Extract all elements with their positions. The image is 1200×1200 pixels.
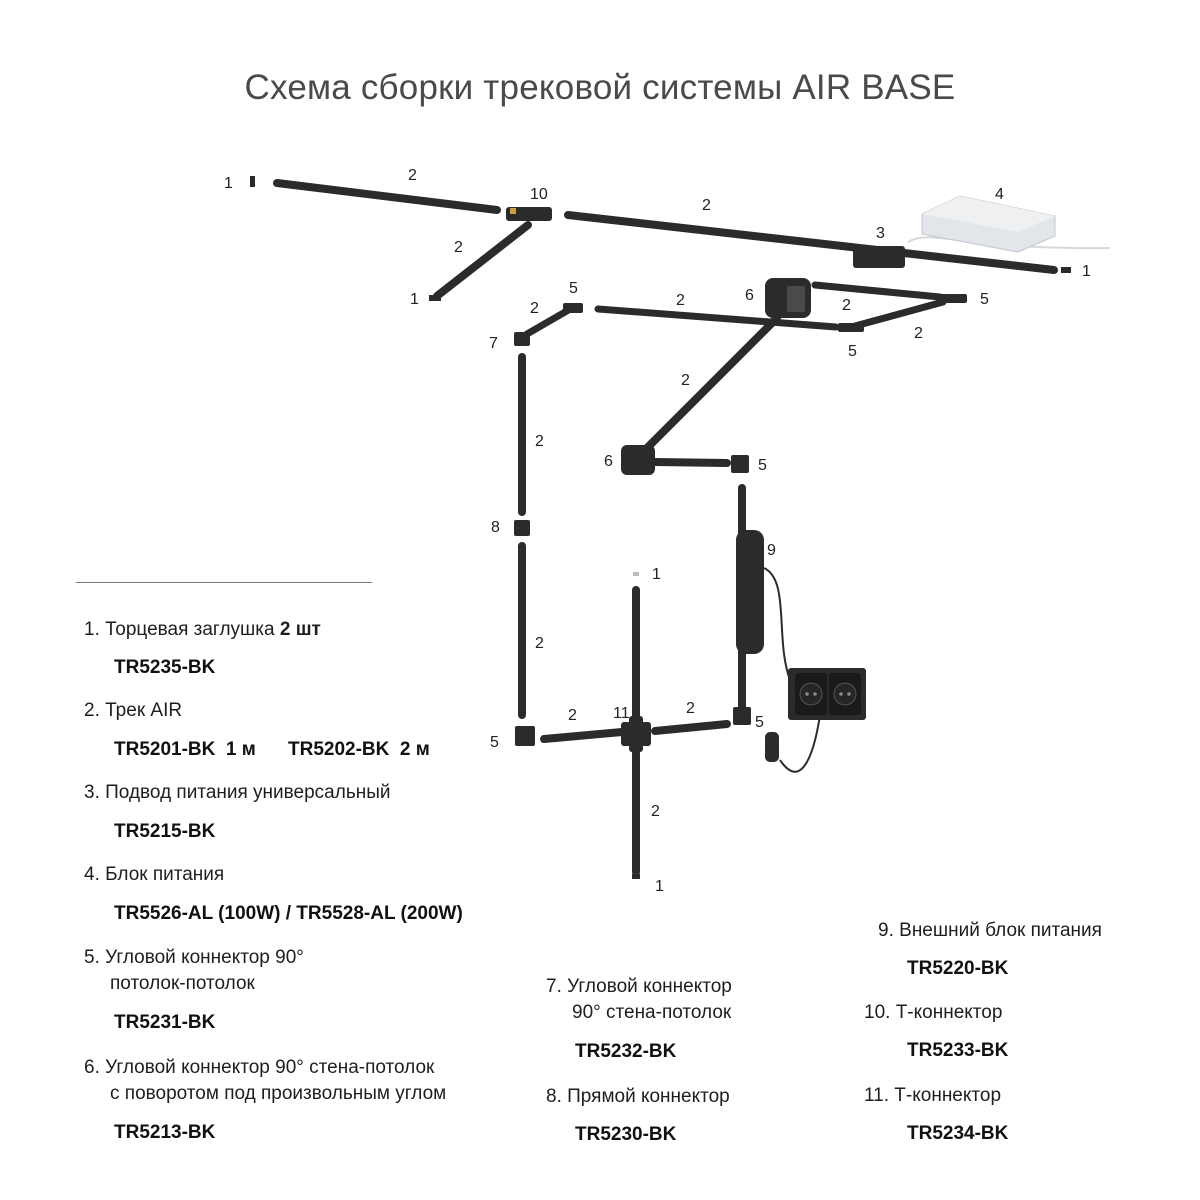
label-2: 2	[535, 635, 544, 652]
power-feed-3	[853, 246, 905, 268]
track-right-diag	[851, 298, 947, 330]
track-long-diagonal	[636, 314, 781, 459]
corner-connector-5	[515, 726, 535, 746]
label-2: 2	[702, 197, 711, 214]
end-cap	[632, 874, 640, 879]
corner-connector-5	[733, 707, 751, 725]
label-1: 1	[655, 878, 664, 895]
legend-item-1: 1. Торцевая заглушка 2 шт	[84, 619, 321, 640]
rotary-connector-6-top	[765, 278, 811, 318]
label-8: 8	[491, 519, 500, 536]
label-2: 2	[530, 300, 539, 317]
label-6: 6	[604, 453, 613, 470]
end-cap	[633, 572, 639, 576]
label-1: 1	[652, 566, 661, 583]
label-2: 2	[842, 297, 851, 314]
label-2: 2	[676, 292, 685, 309]
label-1: 1	[224, 175, 233, 192]
legend-code-7: TR5232-BK	[575, 1041, 677, 1062]
label-11: 11	[613, 705, 630, 722]
track-diagonal-left	[433, 221, 532, 300]
legend-code-2a: TR5201-BK 1 м	[114, 739, 256, 760]
rotary-connector-6-bottom	[621, 445, 655, 475]
legend-item-3: 3. Подвод питания универсальный	[84, 782, 391, 803]
legend-code-5: TR5231-BK	[114, 1012, 216, 1033]
legend-code-11: TR5234-BK	[907, 1123, 1009, 1144]
label-9: 9	[767, 542, 776, 559]
label-4: 4	[995, 186, 1004, 203]
legend-code-6: TR5213-BK	[114, 1122, 216, 1143]
external-power-unit-9	[736, 530, 823, 773]
legend-code-10: TR5233-BK	[907, 1040, 1009, 1061]
legend-code-9: TR5220-BK	[907, 958, 1009, 979]
legend-item-8: 8. Прямой коннектор	[546, 1086, 730, 1107]
power-socket	[788, 668, 866, 720]
t-connector-10	[506, 207, 552, 221]
label-5: 5	[490, 734, 499, 751]
legend-code-2b: TR5202-BK 2 м	[288, 739, 430, 760]
label-6: 6	[745, 287, 754, 304]
corner-connector-5	[731, 455, 749, 473]
label-2: 2	[408, 167, 417, 184]
legend-code-8: TR5230-BK	[575, 1124, 677, 1145]
track-top-long	[564, 211, 1058, 274]
track-mid-horizontal	[651, 458, 731, 467]
legend-item-11: 11. Т-коннектор	[864, 1085, 1002, 1106]
label-2: 2	[535, 433, 544, 450]
label-2: 2	[454, 239, 463, 256]
track-square-middle	[594, 305, 840, 331]
label-5: 5	[758, 457, 767, 474]
corner-connector-7	[514, 332, 530, 346]
label-5: 5	[848, 343, 857, 360]
legend-item-10: 10. Т-коннектор	[864, 1002, 1003, 1023]
label-1: 1	[1082, 263, 1091, 280]
track-top-left	[273, 179, 501, 214]
label-2: 2	[681, 372, 690, 389]
legend-code-1: TR5235-BK	[114, 657, 216, 678]
legend-item-2: 2. Трек AIR	[84, 700, 183, 721]
legend-item-7: 7. Угловой коннектор 90° стена-потолок	[546, 976, 732, 1023]
track-right-upper	[811, 281, 944, 301]
track-bottom-right	[651, 720, 731, 735]
label-1: 1	[410, 291, 419, 308]
label-5: 5	[980, 291, 989, 308]
t-connector-11	[621, 716, 651, 752]
legend-code-3: TR5215-BK	[114, 821, 216, 842]
divider	[76, 582, 372, 583]
legend-item-5: 5. Угловой коннектор 90° потолок-потолок	[84, 947, 304, 994]
corner-connector-5	[563, 303, 583, 313]
track-bottom-left	[540, 728, 626, 743]
legend-item-9: 9. Внешний блок питания	[878, 920, 1102, 941]
label-2: 2	[651, 803, 660, 820]
corner-connector-5	[838, 323, 864, 332]
page-title: Схема сборки трековой системы AIR BASE	[244, 68, 956, 107]
label-3: 3	[876, 225, 885, 242]
label-7: 7	[489, 335, 498, 352]
end-cap	[250, 176, 255, 187]
label-2: 2	[914, 325, 923, 342]
legend-code-4: TR5526-AL (100W) / TR5528-AL (200W)	[114, 903, 463, 924]
label-2: 2	[568, 707, 577, 724]
power-supply-4	[907, 195, 1111, 253]
end-cap	[1061, 267, 1071, 273]
straight-connector-8	[514, 520, 530, 536]
label-5: 5	[755, 714, 764, 731]
label-2: 2	[686, 700, 695, 717]
end-cap	[429, 295, 441, 301]
legend-item-6: 6. Угловой коннектор 90° стена-потолок с…	[84, 1057, 447, 1104]
legend-item-4: 4. Блок питания	[84, 864, 225, 885]
corner-connector-5	[939, 294, 967, 303]
label-5: 5	[569, 280, 578, 297]
label-10: 10	[530, 186, 548, 203]
